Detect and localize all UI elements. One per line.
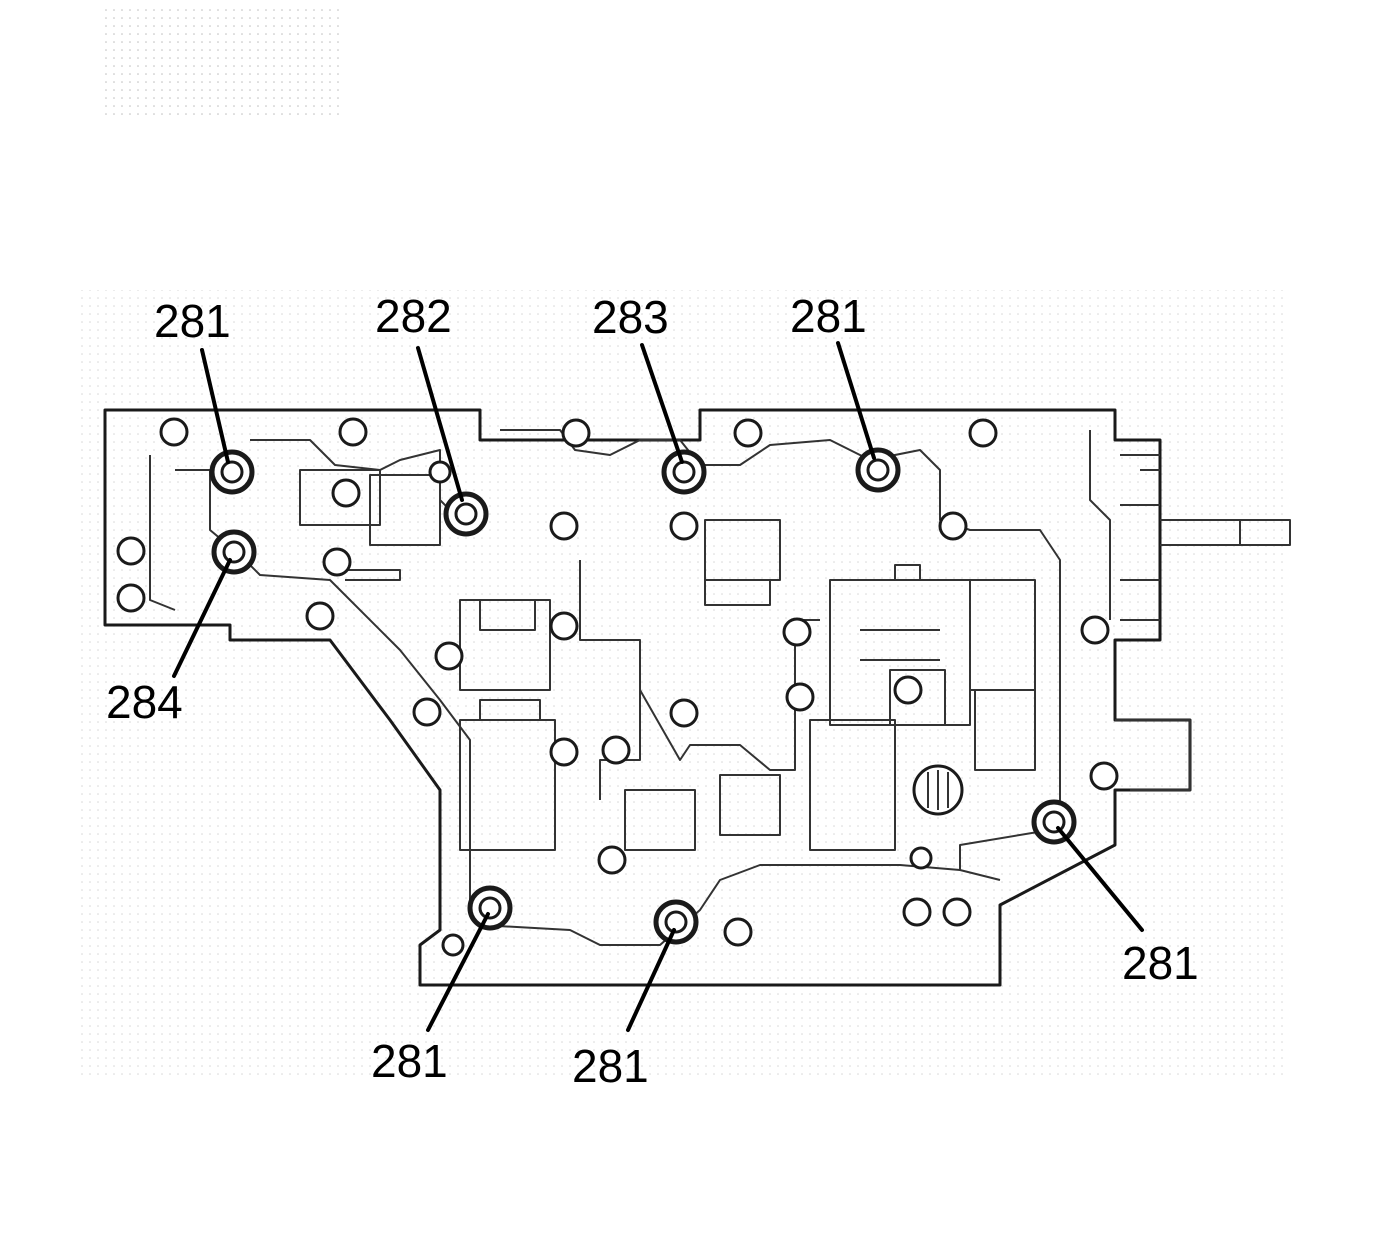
callout-281-right: 281 xyxy=(1122,937,1199,989)
leader-282 xyxy=(416,346,464,502)
callout-283: 283 xyxy=(592,291,669,343)
callout-284: 284 xyxy=(106,676,183,728)
callout-282: 282 xyxy=(375,290,452,342)
bolt-283 xyxy=(661,449,707,495)
bolt-281-right xyxy=(1031,799,1077,845)
stipple-area-top-left xyxy=(100,5,340,120)
leader-281-bottom-center xyxy=(626,928,676,1032)
leader-281-top-right xyxy=(836,341,876,460)
internal-components xyxy=(299,469,1036,851)
callout-281-top-right: 281 xyxy=(790,290,867,342)
leader-lines xyxy=(172,341,1144,1032)
bore-holes xyxy=(116,417,1119,957)
callout-labels: 281 282 283 281 284 281 281 281 xyxy=(106,290,1199,1092)
valve-body-outline xyxy=(103,408,1291,987)
stipple-area-main xyxy=(80,290,1285,1080)
bolt-281-bottom-center xyxy=(653,899,699,945)
leader-281-top-left xyxy=(200,348,230,464)
bolt-281-top-left xyxy=(209,449,255,495)
callout-281-bottom-left: 281 xyxy=(371,1035,448,1087)
bolt-284 xyxy=(211,529,257,575)
callout-281-top-left: 281 xyxy=(154,295,231,347)
leader-283 xyxy=(640,343,684,464)
bolt-281-top-right xyxy=(855,447,901,493)
leader-281-right xyxy=(1056,826,1144,932)
leader-281-bottom-left xyxy=(426,912,490,1032)
bolt-282 xyxy=(443,491,489,537)
bolt-281-bottom-left xyxy=(467,885,513,931)
callout-281-bottom-center: 281 xyxy=(572,1040,649,1092)
bolt-locations xyxy=(209,447,1077,945)
leader-284 xyxy=(172,558,232,678)
